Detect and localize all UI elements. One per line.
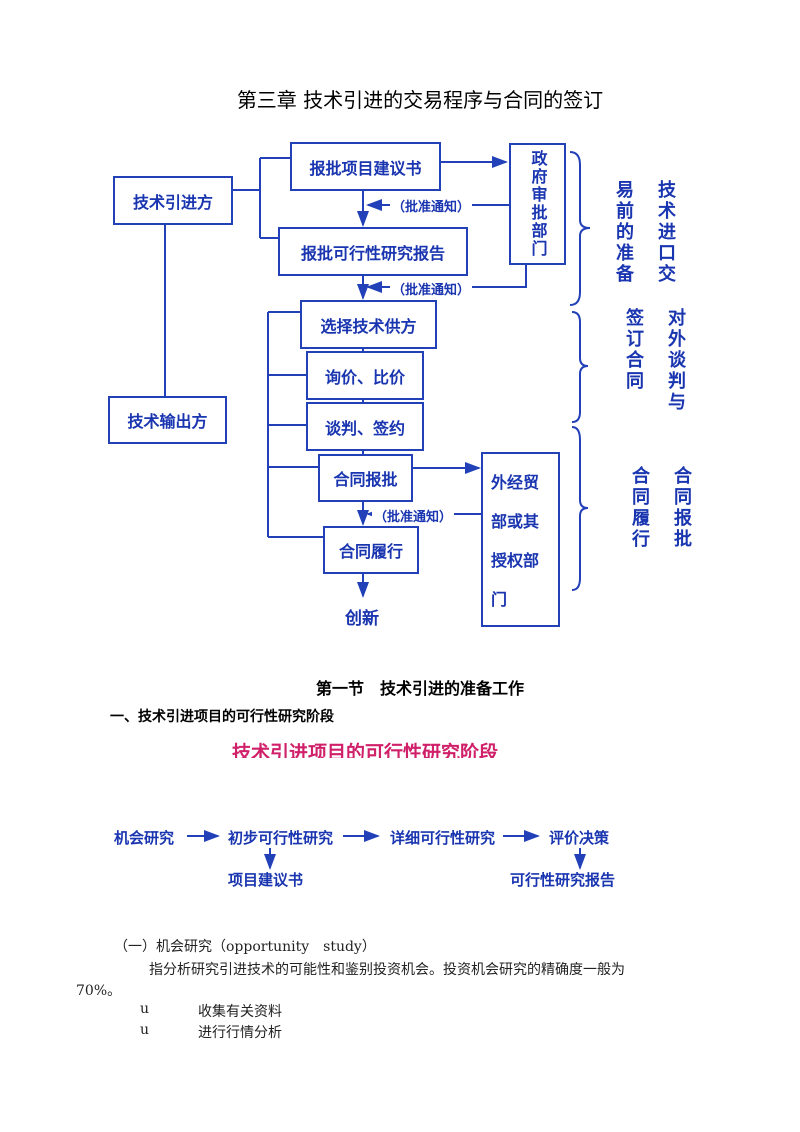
bullet-item: 收集有关资料 [198, 1004, 282, 1020]
body-paragraph-line1: 指分析研究引进技术的可能性和鉴别投资机会。投资机会研究的精确度一般为 [149, 962, 625, 978]
importer-box: 技术引进方 [113, 176, 233, 225]
gov-dept-label: 政府审批部门 [528, 150, 548, 258]
mofcom-line: 外经贸 [491, 473, 540, 493]
approval-notice-3: （批准通知） [372, 506, 455, 525]
flow-output-report: 可行性研究报告 [510, 871, 616, 889]
phase2-label-a: 对外谈判与 [665, 308, 686, 413]
bullet-marker: u [140, 1001, 150, 1017]
contract-approval-box: 合同报批 [318, 454, 413, 502]
negotiate-box: 谈判、签约 [306, 402, 424, 451]
innovation-label: 创新 [345, 609, 379, 629]
approval-notice-2: （批准通知） [390, 279, 473, 298]
flow-step-opportunity: 机会研究 [114, 829, 175, 847]
chapter-title: 第三章 技术引进的交易程序与合同的签订 [236, 88, 604, 112]
flow-step-prefeasibility: 初步可行性研究 [228, 829, 334, 847]
flow-title: 技术引进项目的可行性研究阶段 [232, 742, 499, 758]
body-heading: （一）机会研究（opportunity study） [114, 939, 376, 955]
flow-step-detailed: 详细可行性研究 [390, 829, 496, 847]
subsection-title: 一、技术引进项目的可行性研究阶段 [110, 709, 334, 725]
submit-feasibility-box: 报批可行性研究报告 [278, 227, 468, 276]
body-paragraph-line2: 70%。 [76, 983, 122, 999]
bullet-marker: u [140, 1022, 150, 1038]
exporter-box: 技术输出方 [108, 396, 227, 444]
mofcom-line: 部或其 [491, 512, 540, 532]
mofcom-line: 门 [491, 589, 508, 609]
mofcom-line: 授权部 [491, 550, 540, 570]
approval-notice-1: （批准通知） [390, 196, 473, 215]
phase2-label-b: 签订合同 [623, 308, 644, 392]
contract-performance-box: 合同履行 [323, 526, 419, 574]
phase3-label-b: 合同履行 [629, 466, 650, 550]
phase1-label-b: 易前的准备 [613, 180, 634, 285]
phase1-label-a: 技术进口交 [655, 180, 676, 285]
bullet-item: 进行行情分析 [198, 1025, 282, 1041]
flow-output-proposal: 项目建议书 [228, 871, 304, 889]
gov-dept-box: 政府审批部门 [509, 143, 566, 265]
section-title: 第一节 技术引进的准备工作 [315, 679, 524, 698]
phase3-label-a: 合同报批 [671, 466, 692, 550]
mofcom-box: 外经贸 部或其 授权部 门 [481, 452, 560, 627]
select-supplier-box: 选择技术供方 [300, 300, 437, 349]
submit-proposal-box: 报批项目建议书 [290, 142, 441, 191]
flow-step-decision: 评价决策 [549, 829, 610, 847]
inquiry-box: 询价、比价 [306, 351, 424, 400]
